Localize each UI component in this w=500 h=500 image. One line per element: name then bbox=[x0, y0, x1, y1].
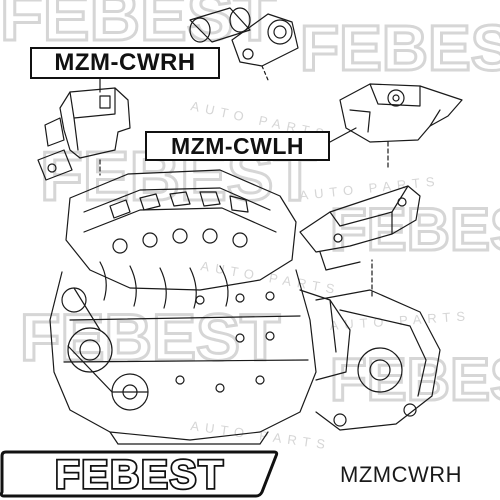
febest-logo: FEBEST bbox=[0, 448, 280, 499]
watermark-brand: FEBEST bbox=[330, 346, 500, 413]
watermark-brand: FEBEST bbox=[300, 12, 500, 84]
svg-text:FEBEST: FEBEST bbox=[55, 453, 225, 497]
callout-mzm-cwlh: MZM-CWLH bbox=[145, 131, 330, 161]
cwlh-leader-line bbox=[329, 127, 357, 143]
part-code: MZMCWRH bbox=[340, 462, 463, 487]
callout-mzm-cwrh: MZM-CWRH bbox=[30, 47, 220, 79]
engine-block-drawing bbox=[49, 169, 351, 445]
febest-logo-graphic: FEBEST bbox=[0, 450, 279, 499]
watermark-brand: FEBEST bbox=[330, 196, 500, 263]
left-mount-drawing bbox=[339, 83, 463, 171]
watermark-brand: FEBEST bbox=[20, 300, 280, 374]
transmission-bracket-drawing bbox=[299, 185, 421, 271]
right-mount-drawing bbox=[37, 87, 131, 181]
upper-mount-drawing bbox=[189, 7, 299, 81]
transmission-housing-drawing bbox=[315, 259, 441, 431]
